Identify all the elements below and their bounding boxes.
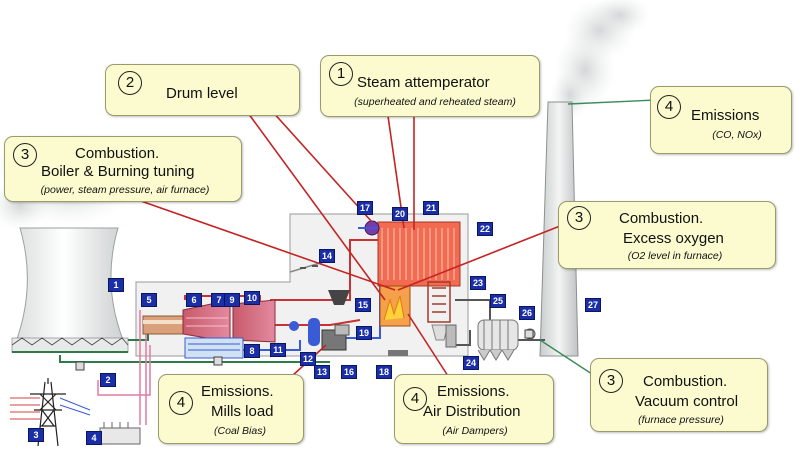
boiler-furnace: [358, 220, 461, 327]
component-tag-4: 4: [86, 431, 102, 445]
callout-subtitle: (Air Dampers): [442, 425, 508, 437]
callout-title-line-1: Combustion.: [75, 145, 160, 162]
callout-number: 4: [403, 387, 427, 411]
component-tag-20: 20: [392, 207, 408, 221]
component-tag-19: 19: [356, 326, 372, 340]
condenser: [184, 337, 244, 359]
transformer: [99, 422, 141, 445]
callout-title-line-1: Combustion.: [619, 210, 704, 227]
component-tag-25: 25: [490, 294, 506, 308]
component-tag-10: 10: [244, 291, 260, 305]
callout-title-line-2: Vacuum control: [635, 393, 739, 410]
economizer: [427, 281, 451, 323]
valve-symbols: [75, 329, 534, 371]
component-tag-24: 24: [463, 356, 479, 370]
callout-boiler-burning-tuning: 3 Combustion. Boiler & Burning tuning (p…: [4, 136, 242, 202]
callout-subtitle: (Coal Bias): [214, 425, 266, 437]
component-tag-2: 2: [100, 373, 116, 387]
component-tag-23: 23: [470, 276, 486, 290]
component-tag-26: 26: [519, 306, 535, 320]
generator: [142, 315, 184, 335]
callout-title-line-2: Excess oxygen: [623, 230, 724, 247]
callout-number: 4: [169, 391, 193, 415]
callout-steam-attemperator: 1 Steam attemperator (superheated and re…: [320, 55, 540, 117]
component-tag-16: 16: [341, 365, 357, 379]
deaerator: [289, 318, 320, 346]
component-tag-7: 7: [211, 293, 227, 307]
callout-subtitle: (power, steam pressure, air furnace): [40, 184, 210, 196]
callout-title-line-2: Air Distribution: [423, 403, 521, 420]
callout-title: Emissions: [691, 107, 760, 124]
callout-title-line-2: Boiler & Burning tuning: [41, 163, 195, 180]
component-tag-5: 5: [141, 293, 157, 307]
component-tag-9: 9: [224, 293, 240, 307]
component-tag-12: 12: [300, 352, 316, 366]
callout-number: 3: [599, 369, 623, 393]
callout-title-line-1: Emissions.: [437, 383, 510, 400]
component-tag-6: 6: [186, 293, 202, 307]
component-tag-8: 8: [244, 344, 260, 358]
turbine: [182, 299, 276, 343]
callout-number: 1: [329, 62, 353, 86]
component-tag-22: 22: [477, 222, 493, 236]
callout-vacuum-control: 3 Combustion. Vacuum control (furnace pr…: [590, 358, 768, 432]
cooling-tower: [11, 227, 129, 353]
callout-mills-load: 4 Emissions. Mills load (Coal Bias): [158, 374, 304, 444]
component-tag-15: 15: [355, 298, 371, 312]
component-tag-1: 1: [108, 278, 124, 292]
callout-excess-oxygen: 3 Combustion. Excess oxygen (O2 level in…: [558, 201, 776, 269]
callout-drum-level: 2 Drum level: [105, 64, 300, 116]
transmission-tower: [30, 378, 66, 447]
coal-mill: [321, 290, 350, 351]
callout-number: 3: [13, 143, 37, 167]
callout-title-line-1: Combustion.: [643, 373, 728, 390]
callout-number: 2: [118, 71, 142, 95]
component-tag-11: 11: [270, 343, 286, 357]
air-preheater: [431, 324, 457, 348]
component-tag-17: 17: [357, 201, 373, 215]
callout-subtitle: (furnace pressure): [638, 414, 724, 426]
green-pointer-lines: [539, 99, 657, 379]
callout-air-distribution: 4 Emissions. Air Distribution (Air Dampe…: [394, 374, 554, 444]
callout-emissions-co-nox: 4 Emissions (CO, NOx): [650, 86, 792, 154]
callout-subtitle: (O2 level in furnace): [627, 250, 723, 262]
component-tag-18: 18: [376, 365, 392, 379]
callout-title-line-1: Emissions.: [201, 383, 274, 400]
component-tag-14: 14: [319, 249, 335, 263]
component-tag-27: 27: [585, 298, 601, 312]
callout-subtitle: (CO, NOx): [712, 129, 762, 141]
component-tag-3: 3: [28, 428, 44, 442]
callout-title: Steam attemperator: [357, 74, 490, 91]
electrostatic-precipitator: [477, 319, 519, 361]
callout-title-line-2: Mills load: [211, 403, 274, 420]
component-tag-21: 21: [423, 201, 439, 215]
callout-number: 3: [567, 206, 591, 230]
component-tag-13: 13: [314, 365, 330, 379]
callout-subtitle: (superheated and reheated steam): [354, 96, 516, 108]
callout-number: 4: [657, 95, 681, 119]
callout-title: Drum level: [166, 85, 238, 102]
bottom-ash: [388, 350, 408, 356]
